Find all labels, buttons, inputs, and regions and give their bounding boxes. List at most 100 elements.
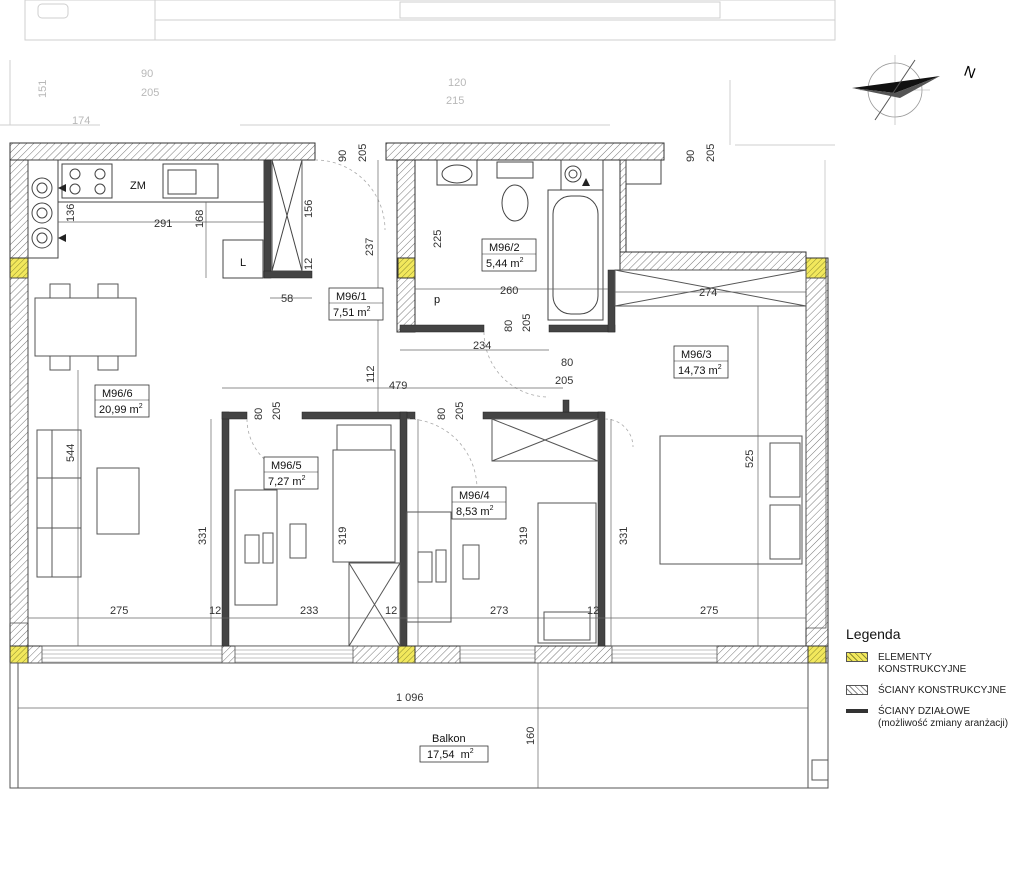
room-id: M96/3	[681, 349, 712, 361]
wardrobes	[348, 269, 807, 647]
balcony-area: 17,54 m2	[427, 748, 474, 761]
dim-label: 225	[432, 230, 444, 248]
dim-label: 80	[436, 408, 448, 420]
dim-label: 90	[337, 150, 349, 162]
legend-label: ŚCIANY DZIAŁOWE (możliwość zmiany aranża…	[878, 706, 1009, 729]
dim-label: 136	[65, 204, 77, 222]
faint-dim: 174	[72, 115, 90, 127]
north-label: N	[962, 63, 978, 83]
dim-label: 112	[365, 365, 377, 383]
north-arrow-icon: N	[852, 55, 978, 125]
legend-item-structural-walls: ŚCIANY KONSTRUKCYJNE	[846, 685, 1021, 697]
bathroom-fixtures	[436, 159, 662, 321]
dim-label: 12	[385, 605, 397, 617]
dim-label: 80	[253, 408, 265, 420]
legend-title: Legenda	[846, 626, 901, 642]
dim-label: 260	[500, 285, 518, 297]
dim-label: 205	[705, 144, 717, 162]
room-id: M96/2	[489, 242, 520, 254]
dim-label: 90	[685, 150, 697, 162]
dimension-lines	[18, 160, 808, 788]
arrow-icons	[58, 178, 590, 242]
dim-label: 291	[154, 218, 172, 230]
dim-label: 331	[618, 527, 630, 545]
room-id: M96/6	[102, 388, 133, 400]
balcony-label: Balkon 17,54 m2	[419, 733, 489, 763]
faint-dim: 205	[141, 87, 159, 99]
structural-elements	[9, 257, 827, 664]
dim-label: 12	[303, 258, 315, 270]
dim-label: 80	[503, 320, 515, 332]
fridge-label: ZM	[130, 180, 146, 192]
structural-walls	[9, 142, 829, 664]
door-swings	[246, 159, 634, 490]
desks	[234, 489, 480, 623]
faint-dim: 151	[37, 80, 49, 98]
partition-walls	[221, 159, 616, 647]
faint-dim: 215	[446, 95, 464, 107]
dim-label: 331	[197, 527, 209, 545]
sofa	[36, 429, 140, 578]
balcony-area-value: 17,54	[427, 749, 455, 761]
legend: Legenda ELEMENTY KONSTRUKCYJNE ŚCIANY KO…	[846, 626, 1021, 739]
legend-label: ŚCIANY KONSTRUKCYJNE	[878, 685, 1007, 696]
dim-label: 544	[65, 444, 77, 462]
dim-label: 205	[555, 375, 573, 387]
dim-label: 275	[110, 605, 128, 617]
dim-label: 12	[587, 605, 599, 617]
legend-label: ELEMENTY KONSTRUKCYJNE	[878, 652, 967, 675]
dim-label: 525	[744, 450, 756, 468]
dim-label: 1 096	[396, 692, 424, 704]
legend-item-structural-elements: ELEMENTY KONSTRUKCYJNE	[846, 652, 1021, 676]
structural-swatch	[846, 652, 868, 662]
dim-label: 274	[699, 287, 717, 299]
dim-label: 168	[194, 210, 206, 228]
dim-label: 156	[303, 200, 315, 218]
dim-label: 12	[209, 605, 221, 617]
dim-label: 205	[271, 402, 283, 420]
dining-table	[34, 283, 137, 371]
dim-label: 273	[490, 605, 508, 617]
faint-dimensions: 90 205 151 120 215 174	[37, 68, 466, 127]
faint-dim: 90	[141, 68, 153, 80]
dim-label: 237	[364, 238, 376, 256]
upper-context	[0, 0, 836, 260]
dim-label: 319	[337, 527, 349, 545]
faint-dim: 120	[448, 77, 466, 89]
dim-label: 205	[357, 144, 369, 162]
sink-label: p	[434, 294, 440, 306]
legend-item-partition-walls: ŚCIANY DZIAŁOWE (możliwość zmiany aranża…	[846, 706, 1021, 730]
dim-label: 234	[473, 340, 491, 352]
room-id: M96/4	[459, 490, 490, 502]
partition-swatch	[846, 709, 868, 713]
room-id: M96/5	[271, 460, 302, 472]
beds	[332, 424, 803, 644]
room-id: M96/1	[336, 291, 367, 303]
toilet-label: L	[240, 257, 246, 269]
windows	[9, 277, 827, 664]
balcony-outline	[9, 662, 829, 789]
dim-label: 319	[518, 527, 530, 545]
dim-label: 160	[525, 727, 537, 745]
wall-swatch	[846, 685, 868, 695]
dim-label: 479	[389, 380, 407, 392]
dim-label: 80	[561, 357, 573, 369]
dim-label: 58	[281, 293, 293, 305]
balcony-name: Balkon	[432, 733, 466, 745]
dimension-labels: 90 205 90 205 136 291 168 156 12 58 237 …	[65, 144, 756, 745]
dim-label: 205	[454, 402, 466, 420]
